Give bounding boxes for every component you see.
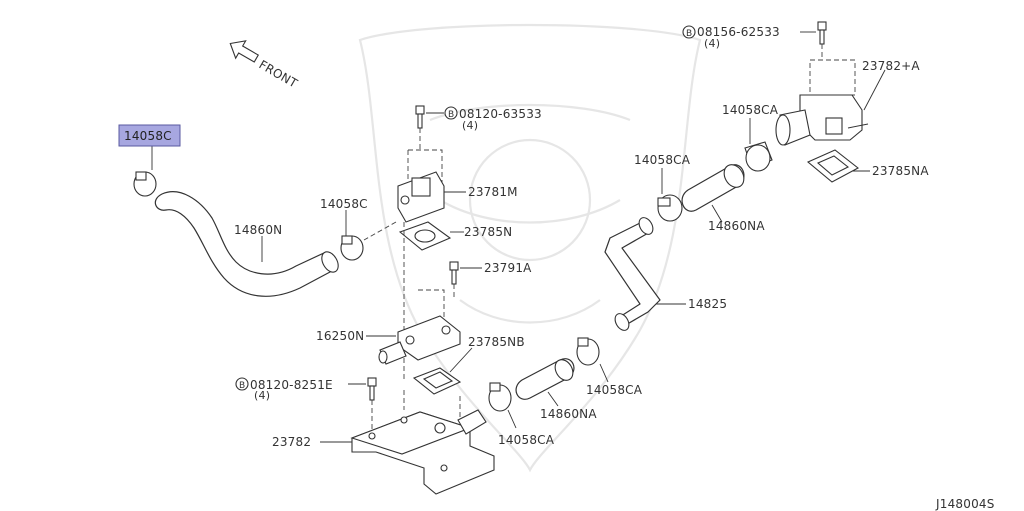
unit-16250N[interactable]	[378, 315, 461, 365]
selected-part-label[interactable]: 14058C	[124, 129, 172, 143]
clamp-14058CA-top[interactable]	[744, 141, 773, 172]
bolt-ref-code-top[interactable]: 08156-62533	[697, 25, 780, 39]
gasket-23785NB[interactable]	[412, 367, 462, 395]
part-label-23781M[interactable]: 23781M	[468, 185, 518, 199]
part-label-23785NB[interactable]: 23785NB	[468, 335, 525, 349]
valve-body-23782A[interactable]	[775, 94, 869, 146]
bolt-ref-badge	[682, 25, 696, 39]
front-label: FRONT	[257, 57, 301, 90]
clamp-14058C-left[interactable]	[133, 171, 157, 197]
part-label-14058C[interactable]: 14058C	[320, 197, 368, 211]
front-direction-indicator: FRONT	[229, 40, 301, 91]
part-label-14860NA-low[interactable]: 14860NA	[540, 407, 597, 421]
part-label-23782[interactable]: 23782	[272, 435, 311, 449]
clamp-14058C[interactable]	[340, 235, 364, 261]
bolt-icon-23791A	[449, 261, 459, 285]
part-label-14058CA-mid[interactable]: 14058CA	[634, 153, 691, 167]
clamp-14058CA-bottom[interactable]	[488, 382, 512, 412]
svg-text:B: B	[239, 381, 245, 391]
part-label-14058CA-bottom[interactable]: 14058CA	[498, 433, 555, 447]
part-label-14860N[interactable]: 14860N	[234, 223, 282, 237]
watermark-emblem	[358, 23, 702, 473]
part-label-23791A[interactable]: 23791A	[484, 261, 532, 275]
part-label-14058CA-top[interactable]: 14058CA	[722, 103, 779, 117]
bolt-ref-qty-top: (4)	[704, 37, 720, 50]
hose-14860N[interactable]	[154, 191, 341, 297]
bolt-ref-qty-center: (4)	[462, 119, 478, 132]
bolt-icon-bottom	[367, 377, 377, 401]
hose-14860NA-top[interactable]	[681, 161, 748, 212]
diagram-code: J148004S	[935, 497, 995, 511]
svg-text:B: B	[448, 110, 454, 120]
selected-part-highlight[interactable]: 14058C	[118, 124, 181, 147]
valve-23781M[interactable]	[397, 171, 445, 223]
hose-14860NA-low[interactable]	[515, 356, 576, 400]
bolt-ref-code-bottom[interactable]: 08120-8251E	[250, 378, 333, 392]
part-label-14058CA-low[interactable]: 14058CA	[586, 383, 643, 397]
base-plate-23782[interactable]	[350, 409, 495, 495]
bolt-icon-center	[415, 105, 425, 129]
bolt-ref-badge-bottom	[235, 377, 249, 391]
part-label-23785N[interactable]: 23785N	[464, 225, 512, 239]
part-label-23785NA[interactable]: 23785NA	[872, 164, 929, 178]
bolt-ref-code-center[interactable]: 08120-63533	[459, 107, 542, 121]
gasket-23785NA[interactable]	[806, 149, 860, 183]
part-label-16250N[interactable]: 16250N	[316, 329, 364, 343]
part-label-14825[interactable]: 14825	[688, 297, 727, 311]
clamp-14058CA-low[interactable]	[576, 337, 600, 366]
gasket-23785N[interactable]	[398, 221, 452, 251]
bolt-ref-qty-bottom: (4)	[254, 389, 270, 402]
pipe-14825[interactable]	[604, 215, 661, 333]
bolt-ref-badge-center	[444, 106, 458, 120]
svg-text:B: B	[686, 29, 692, 39]
part-label-23782A[interactable]: 23782+A	[862, 59, 920, 73]
bolt-icon	[817, 21, 827, 45]
part-label-14860NA-top[interactable]: 14860NA	[708, 219, 765, 233]
clamp-14058CA-mid[interactable]	[657, 194, 683, 222]
